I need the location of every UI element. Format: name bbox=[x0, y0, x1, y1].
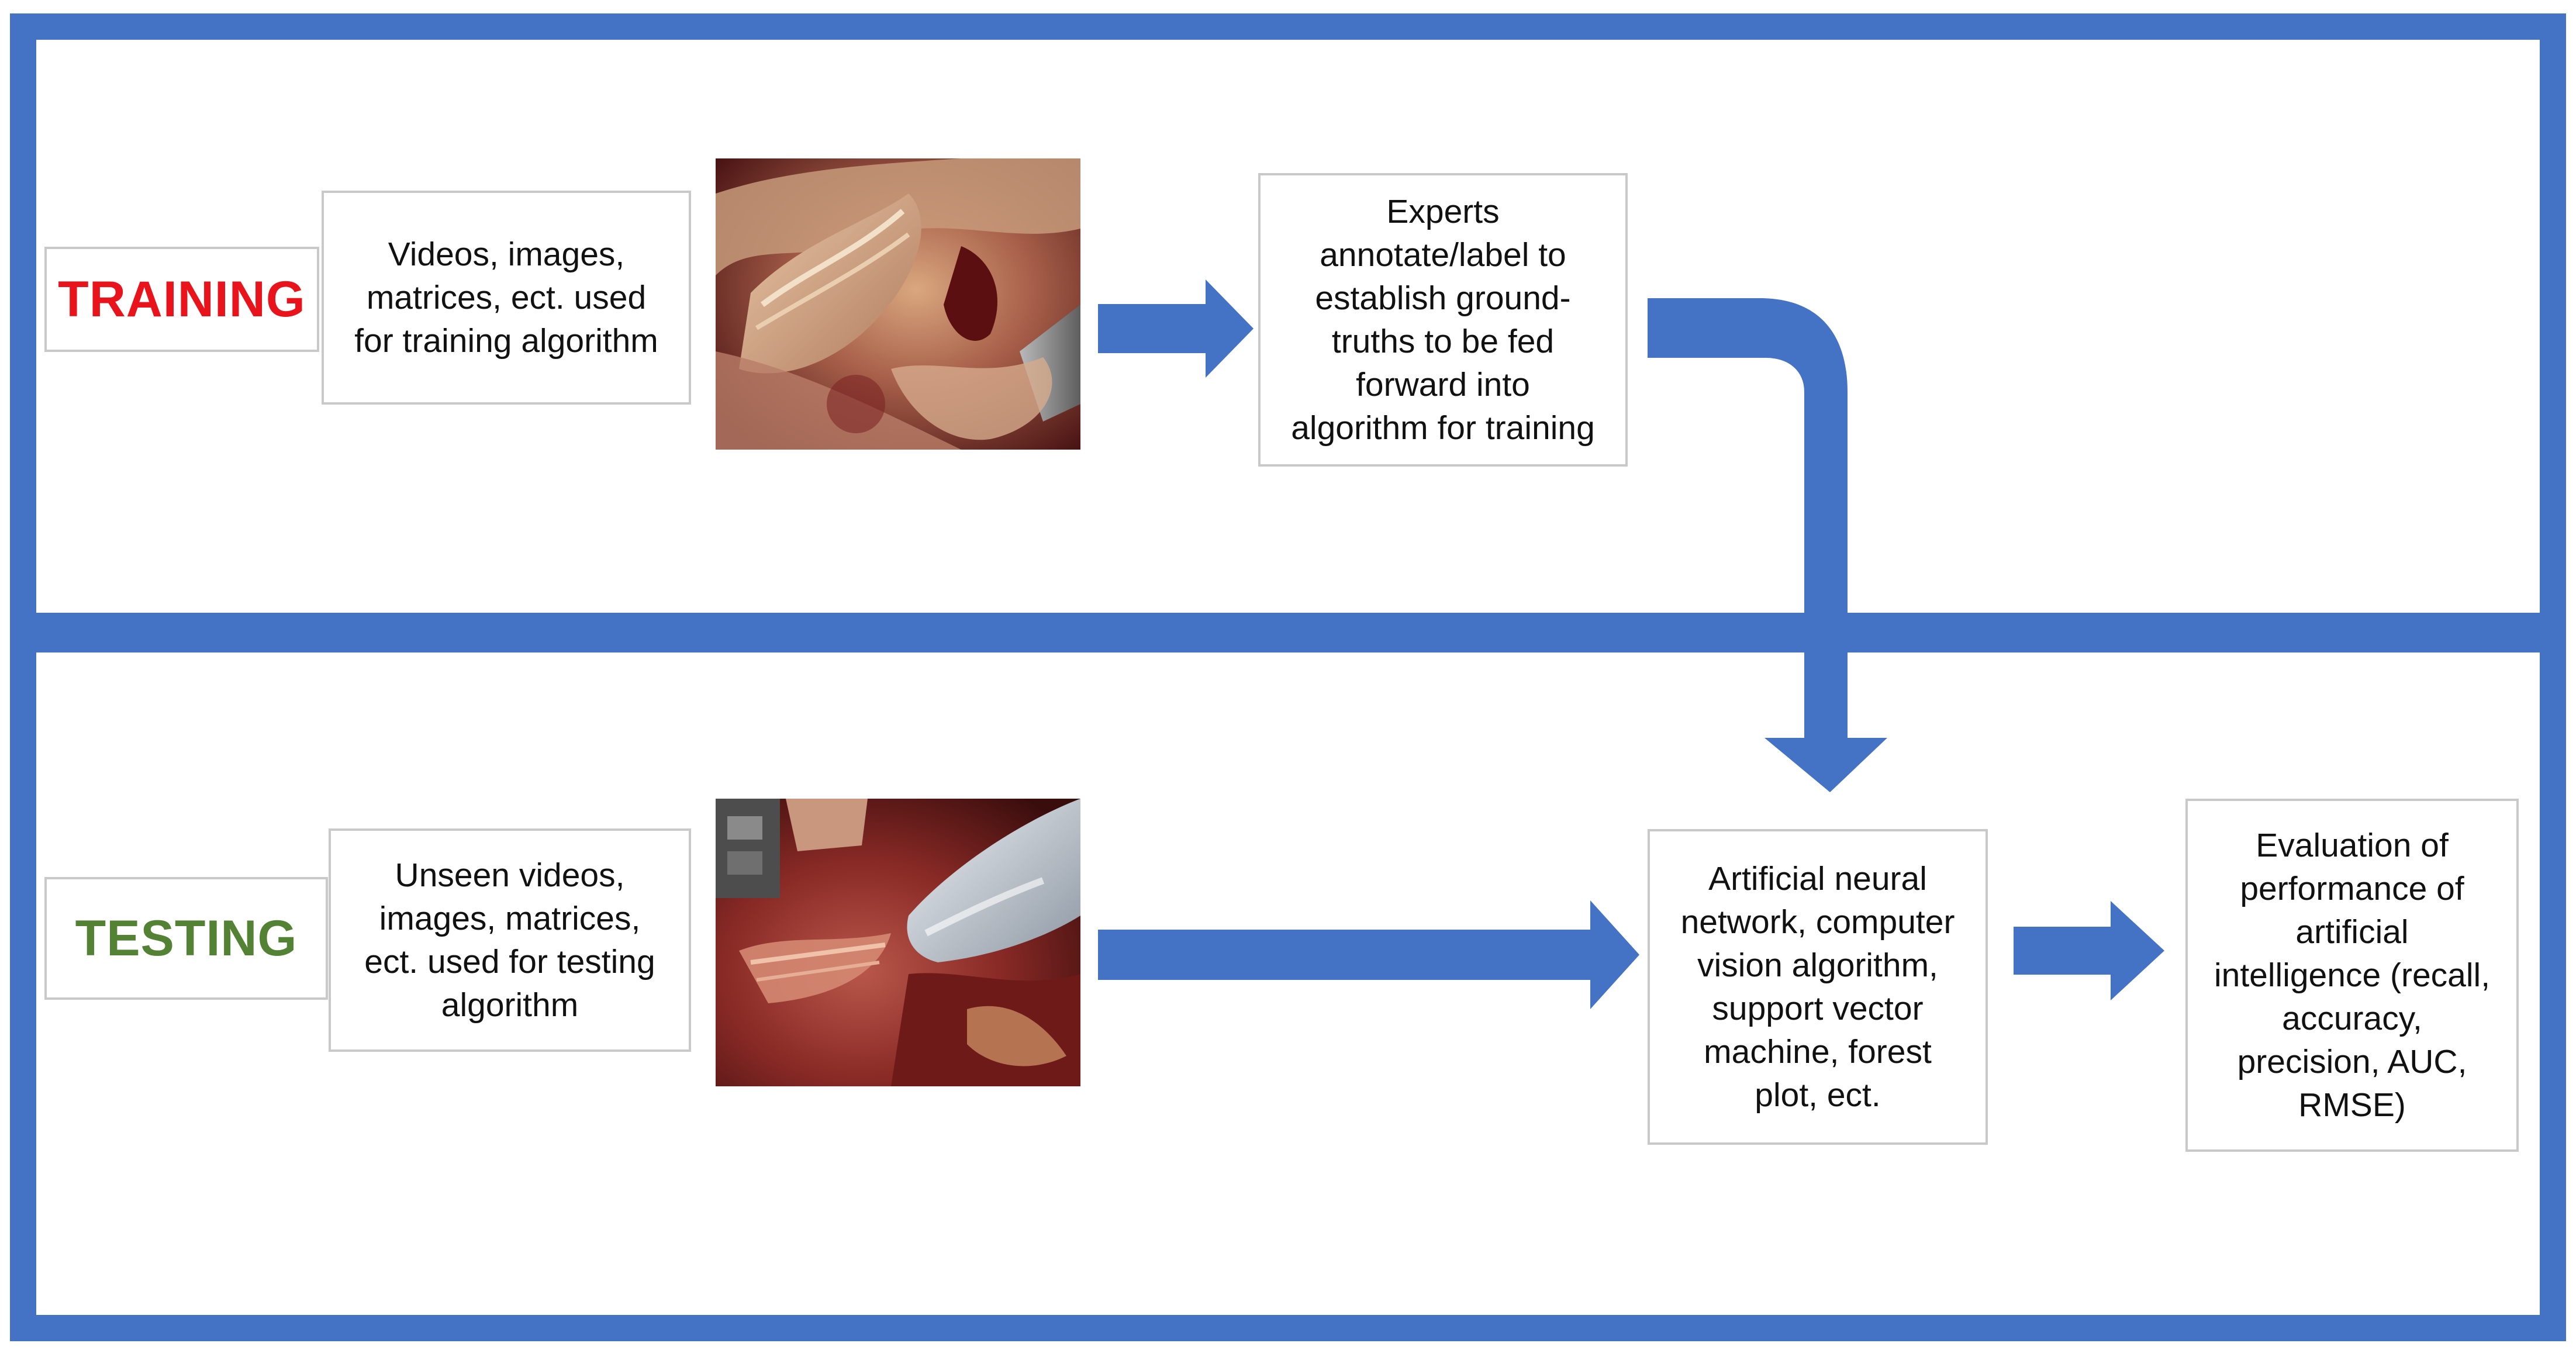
training-input-box: Videos, images, matrices, ect. used for … bbox=[322, 191, 691, 405]
training-label: TRAINING bbox=[44, 247, 319, 352]
surgical-instrument-image bbox=[716, 799, 1080, 1086]
arrow-right-icon bbox=[1098, 279, 1254, 378]
annotation-text: Experts annotate/label to establish grou… bbox=[1291, 192, 1595, 447]
testing-input-text: Unseen videos, images, matrices, ect. us… bbox=[364, 856, 655, 1024]
algorithm-text: Artificial neural network, computer visi… bbox=[1680, 859, 1955, 1114]
testing-label-text: TESTING bbox=[75, 910, 298, 966]
training-label-text: TRAINING bbox=[58, 271, 306, 327]
evaluation-text: Evaluation of performance of artificial … bbox=[2214, 826, 2491, 1124]
surgical-scene-image bbox=[716, 158, 1080, 450]
algorithm-box: Artificial neural network, computer visi… bbox=[1648, 829, 1988, 1145]
curved-arrow-down-icon bbox=[1648, 298, 1887, 792]
arrow-right-icon bbox=[2014, 901, 2164, 1000]
training-input-text: Videos, images, matrices, ect. used for … bbox=[354, 235, 658, 360]
testing-label: TESTING bbox=[44, 877, 328, 1000]
annotation-box: Experts annotate/label to establish grou… bbox=[1258, 173, 1628, 467]
long-arrow-right-icon bbox=[1098, 900, 1639, 1009]
evaluation-box: Evaluation of performance of artificial … bbox=[2185, 799, 2519, 1152]
testing-input-box: Unseen videos, images, matrices, ect. us… bbox=[329, 828, 691, 1052]
